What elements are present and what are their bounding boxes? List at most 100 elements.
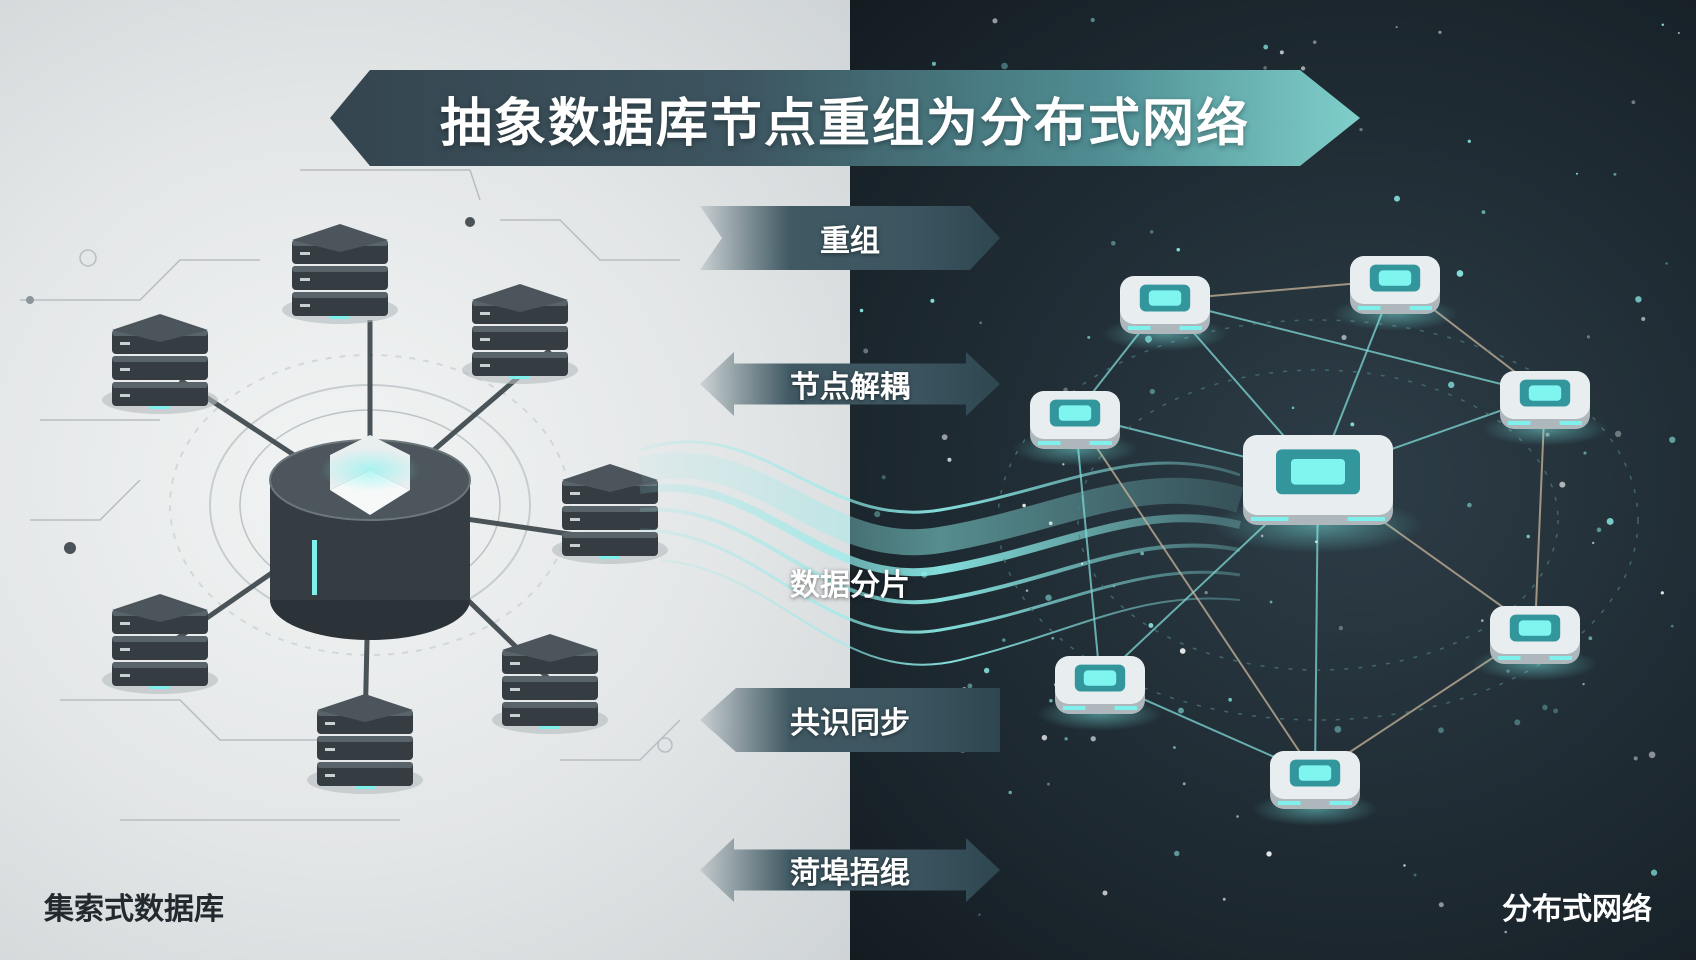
server-stack-icon	[282, 224, 398, 324]
particle	[1582, 682, 1585, 686]
server-stack-icon	[102, 594, 218, 694]
particle	[1263, 66, 1267, 70]
particle	[1182, 782, 1186, 786]
left-circuit-lines	[20, 169, 681, 821]
particle	[1661, 23, 1665, 26]
particle	[983, 667, 990, 674]
particle	[1648, 751, 1656, 759]
particle	[1394, 195, 1400, 202]
particle	[1438, 30, 1442, 34]
network-edge	[1074, 414, 1316, 776]
particle	[1596, 527, 1602, 533]
particle	[1359, 127, 1363, 132]
particle	[1588, 636, 1593, 641]
particle	[1334, 725, 1342, 733]
particle	[1263, 44, 1269, 50]
step-label: 重组	[820, 224, 880, 259]
particle	[1670, 624, 1674, 628]
particle	[1064, 737, 1068, 741]
particle	[1236, 815, 1239, 818]
particle	[1025, 589, 1029, 592]
particle	[1660, 591, 1664, 595]
network-node-icon	[1472, 606, 1598, 681]
server-stack-icon	[552, 464, 668, 564]
particle	[1090, 736, 1096, 742]
particle	[1228, 697, 1232, 702]
particle	[1553, 708, 1559, 714]
particle	[1022, 503, 1026, 508]
particle	[1641, 316, 1646, 322]
server-stacks	[102, 224, 668, 794]
particle	[1456, 270, 1464, 277]
particle	[1149, 230, 1154, 234]
particle	[1591, 541, 1595, 545]
orbit-ring	[997, 319, 1639, 721]
server-stack-icon	[462, 284, 578, 384]
particle	[1178, 707, 1184, 714]
database-hub-icon	[269, 435, 471, 640]
particle	[921, 571, 928, 578]
step-data-sharding: 数据分片	[700, 550, 1000, 614]
particle	[1677, 31, 1680, 35]
particle	[1176, 247, 1181, 252]
particle	[1001, 62, 1008, 70]
particle	[1613, 172, 1617, 176]
step-label: 共识同步	[790, 706, 910, 741]
step-label: 菏埠捂绲	[790, 856, 910, 891]
particle	[941, 434, 948, 441]
particle	[1633, 756, 1638, 761]
particle	[1102, 890, 1108, 896]
particle	[1222, 897, 1226, 901]
particle	[992, 18, 998, 24]
particle	[1110, 240, 1116, 246]
particle	[1438, 727, 1444, 734]
particle	[1481, 210, 1486, 214]
network-node-icon	[1102, 276, 1228, 351]
particle	[1341, 334, 1347, 341]
particle	[1413, 873, 1417, 877]
step-label: 节点解耦	[790, 370, 910, 405]
network-node-icon	[1252, 751, 1378, 826]
particle	[874, 511, 881, 518]
particle	[1467, 139, 1471, 143]
particle	[1665, 262, 1668, 265]
network-edge	[1164, 299, 1546, 396]
step-consensus-sync: 共识同步	[700, 688, 1000, 752]
particle	[1149, 388, 1156, 395]
particle	[1148, 623, 1154, 628]
page-title: 抽象数据库节点重组为分布式网络	[439, 93, 1250, 154]
particle	[1179, 648, 1186, 654]
data-stream	[636, 440, 1244, 666]
particle	[1480, 619, 1484, 622]
network-nodes	[1012, 256, 1608, 826]
title-banner: 抽象数据库节点重组为分布式网络	[330, 70, 1360, 166]
step-garbled: 菏埠捂绲	[700, 838, 1000, 902]
step-node-decoupling: 节点解耦	[700, 352, 1000, 416]
particle	[1575, 172, 1578, 175]
particle	[1586, 335, 1591, 339]
step-label: 数据分片	[790, 568, 910, 603]
particle	[1291, 406, 1295, 410]
particle	[1300, 66, 1306, 71]
particle	[1338, 625, 1344, 631]
particle	[1140, 551, 1145, 556]
particle	[1279, 50, 1284, 55]
server-stack-icon	[492, 634, 608, 734]
server-stack-icon	[307, 694, 423, 794]
particle	[1583, 451, 1587, 455]
network-node-icon	[1332, 256, 1458, 331]
server-stack-icon	[102, 314, 218, 414]
particle	[1173, 746, 1176, 749]
particle	[1542, 704, 1548, 711]
particle	[1266, 851, 1272, 857]
particle	[1312, 40, 1317, 44]
particle	[1112, 585, 1116, 588]
caption-distributed: 分布式网络	[1502, 892, 1652, 927]
particle	[1269, 600, 1273, 604]
particle	[1002, 638, 1006, 642]
particle	[1051, 636, 1055, 640]
particle	[1174, 850, 1180, 857]
particle	[1631, 100, 1636, 105]
step-regroup: 重组	[700, 206, 1000, 270]
particle	[1081, 562, 1084, 565]
